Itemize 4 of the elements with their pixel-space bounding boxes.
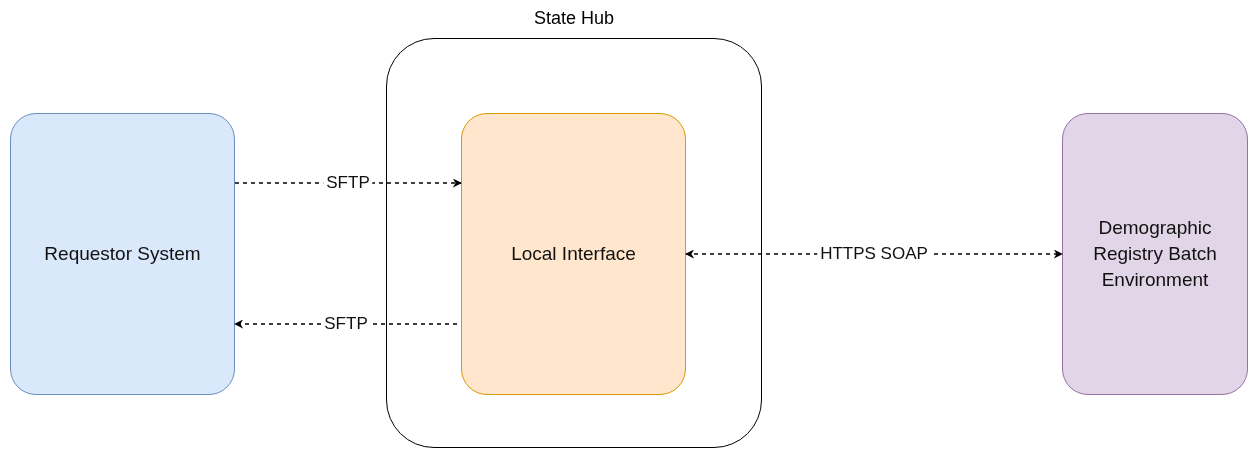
system-box: Local Interface xyxy=(461,113,686,395)
group-title: State Hub xyxy=(532,7,616,30)
system-box: Demographic Registry Batch Environment xyxy=(1062,113,1248,395)
system-box: Requestor System xyxy=(10,113,235,395)
